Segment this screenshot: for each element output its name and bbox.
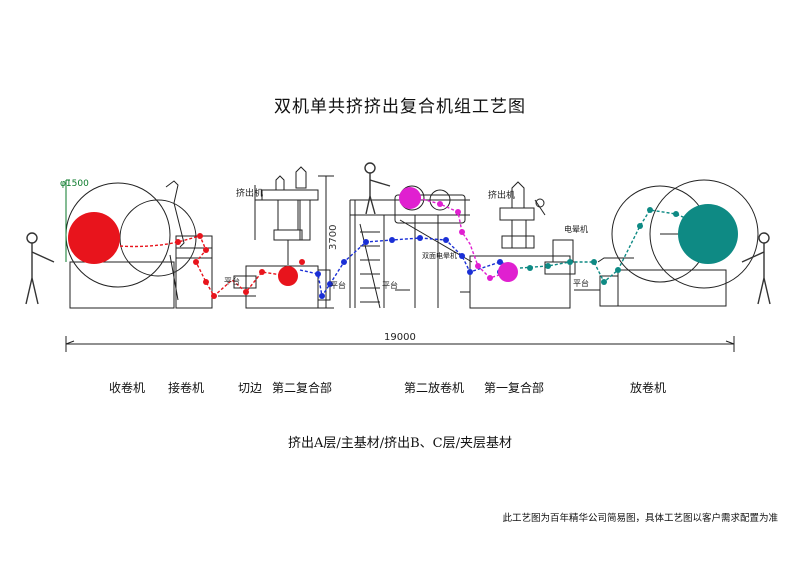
rewinder-roll [68, 212, 120, 264]
corona-double-label: 双面电晕机 [422, 251, 457, 260]
height-dimension [318, 175, 334, 309]
splicer-machine [175, 235, 213, 309]
extruder-left-label: 挤出机 [236, 187, 263, 199]
diameter-dimension [65, 179, 70, 262]
unwinder-machine [597, 179, 759, 307]
diagram-title: 双机单共挤挤出复合机组工艺图 [274, 97, 526, 117]
corona-label: 电晕机 [564, 224, 588, 234]
first-lamination-frame [460, 239, 576, 309]
section-splicer: 接卷机 [168, 381, 205, 395]
unwinder-roll [678, 204, 738, 264]
height-label: 3700 [328, 225, 339, 250]
extruder-right-label: 挤出机 [488, 189, 515, 201]
magenta-web-path [399, 187, 518, 282]
second-lamination-frame [218, 265, 331, 309]
operator-figures [25, 162, 771, 305]
section-first-lamination: 第一复合部 [484, 381, 545, 395]
diameter-label: φ1500 [60, 179, 89, 189]
footnote: 此工艺图为百年精华公司简易图，具体工艺图以客户需求配置为准 [502, 513, 778, 524]
lamination-roll-2 [278, 266, 298, 286]
length-label: 19000 [384, 332, 416, 343]
operator-left [25, 232, 55, 305]
second-unwinder-roll [399, 187, 421, 209]
left-extruder [254, 166, 319, 265]
operator-top [364, 162, 391, 215]
platform-label-1: 平台 [224, 276, 240, 286]
section-unwinder: 放卷机 [630, 381, 667, 395]
section-second-unwinder: 第二放卷机 [404, 381, 465, 395]
platform-label-3: 平台 [382, 280, 398, 290]
operator-right [741, 232, 771, 305]
platform-label-2: 平台 [330, 280, 346, 290]
red-web-path [68, 212, 305, 299]
section-second-lamination: 第二复合部 [272, 381, 333, 395]
teal-web-path [519, 204, 738, 285]
material-legend: 挤出A层/主基材/挤出B、C层/夹层基材 [287, 436, 513, 451]
length-dimension [65, 336, 735, 352]
section-edge-trim: 切边 [238, 381, 263, 395]
platform-label-4: 平台 [573, 278, 589, 288]
right-extruder [499, 181, 546, 249]
section-rewinder: 收卷机 [109, 381, 146, 395]
